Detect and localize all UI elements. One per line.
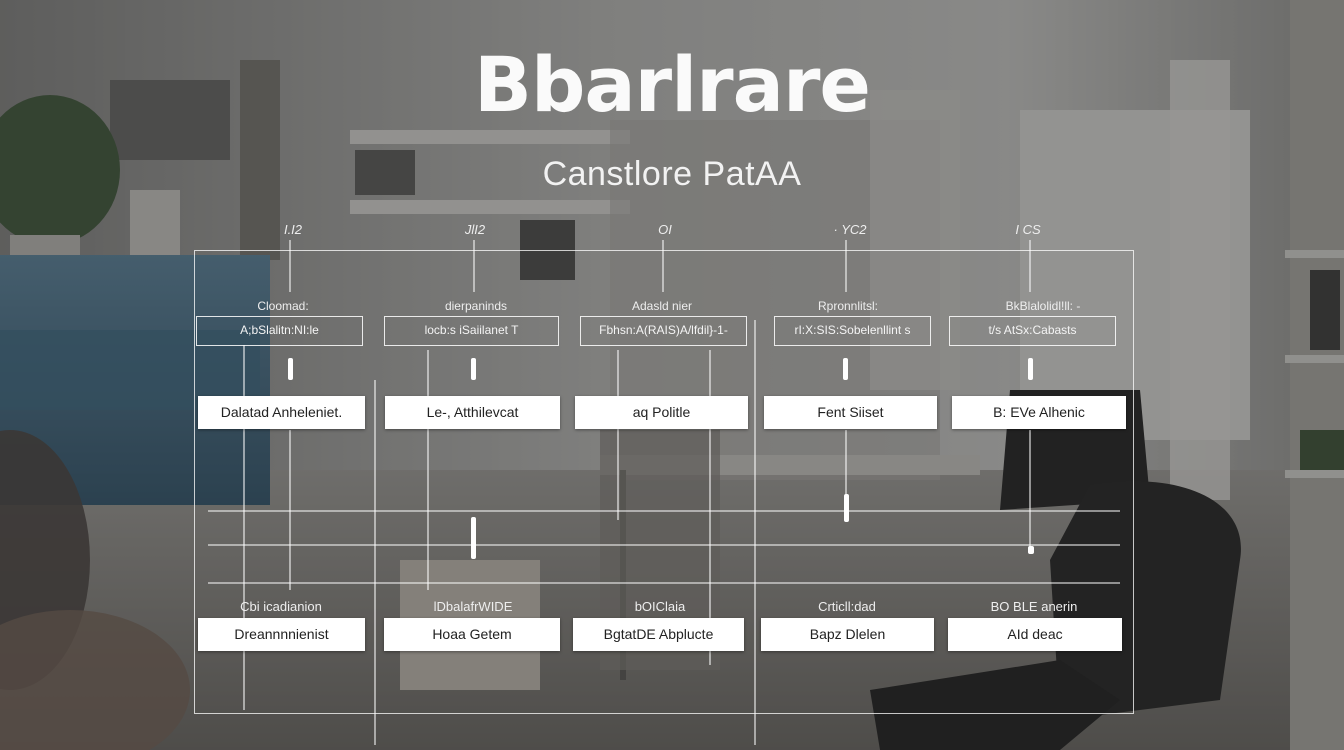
column-tick-label: JlI2 bbox=[464, 222, 486, 237]
bottom-node-box: AId deac bbox=[948, 618, 1122, 651]
column-tick-label: OI bbox=[658, 222, 672, 237]
middle-node-box: Le-, Atthilevcat bbox=[385, 396, 560, 429]
top-node-label: Adasld nier bbox=[631, 299, 693, 313]
middle-node-box: B: EVe Alhenic bbox=[952, 396, 1126, 429]
connector-marker bbox=[844, 494, 849, 522]
top-node-label: Rpronnlitsl: bbox=[817, 299, 879, 313]
column-tick-label: I CS bbox=[1015, 222, 1041, 237]
outlined-node-box: A;bSlalitn:NI:le bbox=[196, 316, 363, 346]
outlined-node-box: t/s AtSx:Cabasts bbox=[949, 316, 1116, 346]
diagram-frame bbox=[194, 250, 1134, 714]
bottom-node-box: Bapz Dlelen bbox=[761, 618, 934, 651]
bottom-node-box: BgtatDE Abplucte bbox=[573, 618, 744, 651]
middle-node-box: aq Politle bbox=[575, 396, 748, 429]
middle-node-box: Dalatad Anheleniet. bbox=[198, 396, 365, 429]
outlined-node-box: locb:s iSaiilanet T bbox=[384, 316, 559, 346]
top-node-label: dierpaninds bbox=[444, 299, 508, 313]
bottom-node-label: BO BLE anerin bbox=[990, 599, 1078, 614]
bottom-node-label: lDbalafrWIDE bbox=[433, 599, 513, 614]
bottom-node-box: Dreannnnienist bbox=[198, 618, 365, 651]
connector-marker bbox=[1028, 546, 1034, 554]
connector-marker bbox=[471, 358, 476, 380]
outlined-node-box: Fbhsn:A(RAIS)A/lfdil}-1- bbox=[580, 316, 747, 346]
bottom-node-label: Cbi icadianion bbox=[240, 599, 322, 614]
column-tick-label: · YC2 bbox=[833, 222, 867, 237]
diagram-title: Bbarlrare bbox=[474, 40, 871, 129]
connector-marker bbox=[1028, 358, 1033, 380]
diagram-subtitle: Canstlore PatAA bbox=[542, 155, 802, 193]
bottom-node-label: Crticll:dad bbox=[818, 599, 876, 614]
column-tick-label: I.I2 bbox=[283, 222, 303, 237]
connector-marker bbox=[288, 358, 293, 380]
bottom-node-box: Hoaa Getem bbox=[384, 618, 560, 651]
top-node-label: BkBlalolidl!ll: - bbox=[1005, 299, 1081, 313]
bottom-node-label: bOIClaia bbox=[634, 599, 686, 614]
connector-marker bbox=[843, 358, 848, 380]
outlined-node-box: rI:X:SIS:Sobelenllint s bbox=[774, 316, 931, 346]
middle-node-box: Fent Siiset bbox=[764, 396, 937, 429]
connector-marker bbox=[471, 517, 476, 559]
top-node-label: Cloomad: bbox=[257, 299, 309, 313]
